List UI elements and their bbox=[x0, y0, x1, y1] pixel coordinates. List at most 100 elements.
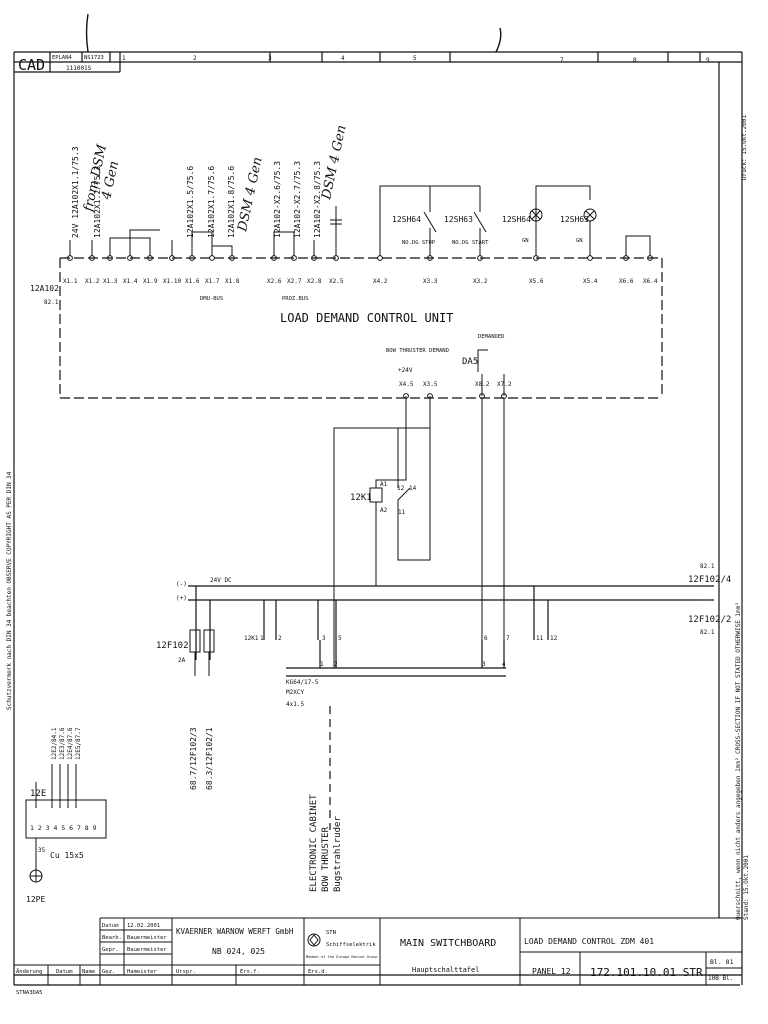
tb-bearb-label: Bearb. bbox=[102, 935, 122, 941]
bow-demand-label: BOW THRUSTER DEMAND bbox=[386, 348, 449, 354]
earth-35: 35 bbox=[38, 847, 46, 854]
stand-note: Stand: 15.Okt.2001 bbox=[743, 855, 750, 920]
earth-bar-tag: 12E bbox=[30, 789, 46, 799]
earth-bar bbox=[25, 764, 107, 883]
top-references: 24V 12A102X1.1/75.3 12A102X1.2/75.3 12A1… bbox=[71, 124, 350, 238]
no-dg-start-label: NO.DG START bbox=[452, 240, 489, 246]
tb-bearb: Bauermeister bbox=[127, 935, 167, 941]
tb-company: KVAERNER WARNOW WERFT GmbH bbox=[176, 927, 294, 936]
col-2: 2 bbox=[193, 55, 197, 62]
earth-ref-1: 12E2/84.1 bbox=[51, 727, 58, 760]
cable-core-2: 2 bbox=[334, 661, 338, 668]
ref-x2-8: 12A102-X2.8/75.3 bbox=[313, 161, 322, 238]
tn-11: 11 bbox=[536, 635, 544, 642]
tn-1: 1 bbox=[260, 635, 264, 642]
cabinet-label-1: ELECTRONIC CABINET bbox=[309, 794, 319, 892]
tb-ersd: Ers.d. bbox=[308, 969, 328, 975]
term-x1-8: X1.8 bbox=[225, 278, 240, 285]
supply-minus: (-) bbox=[176, 581, 187, 588]
tb-gez-label: Gez. bbox=[102, 969, 115, 975]
tb-gez: Hameister bbox=[127, 969, 157, 975]
tb-sheet: Bl. 81 bbox=[710, 958, 734, 966]
col-9: 9 bbox=[706, 57, 710, 64]
top-terminal-circles bbox=[67, 255, 653, 261]
tb-ursp: Urspr. bbox=[176, 969, 196, 975]
col-5: 5 bbox=[413, 55, 417, 62]
supply-bus bbox=[188, 585, 714, 677]
ref-x1-5: 12A102X1.5/75.6 bbox=[186, 166, 195, 238]
fuse-ref-3: 68.7/12F102/3 bbox=[189, 727, 198, 790]
relay-tag: 12K1 bbox=[350, 493, 372, 503]
druck-note: Druck: 15.Okt.2001 bbox=[741, 115, 748, 180]
term-x6-4: X6.4 bbox=[643, 278, 658, 285]
plus24-label: +24V bbox=[398, 367, 413, 374]
fuse-tag: 12F102 bbox=[156, 641, 189, 651]
term-x4-2: X4.2 bbox=[373, 278, 388, 285]
tb-member: Member of the Europe Marine Group bbox=[306, 955, 377, 959]
tb-main-switchboard: MAIN SWITCHBOARD bbox=[400, 938, 496, 949]
term-x1-10: X1.10 bbox=[163, 278, 181, 285]
relay-a2: A2 bbox=[380, 507, 388, 514]
switch-sh63-label: 12SH63 bbox=[444, 215, 473, 224]
term-x4-5: X4.5 bbox=[399, 381, 414, 388]
earth-pe: 12PE bbox=[26, 895, 45, 904]
relay-c11: 11 bbox=[398, 509, 406, 516]
fuse-symbols bbox=[189, 629, 215, 676]
term-x1-3: X1.3 bbox=[103, 278, 118, 285]
sheet-frame bbox=[13, 13, 743, 986]
col-8: 8 bbox=[633, 57, 637, 64]
ref-x2-7: 12A102-X2.7/75.3 bbox=[293, 161, 302, 238]
earth-bar-nums: 1 2 3 4 5 6 7 8 9 bbox=[30, 824, 97, 832]
lamp-gn-2: GN bbox=[576, 238, 583, 244]
term-x1-6: X1.6 bbox=[185, 278, 200, 285]
tb-schiff: Schiffselektrik bbox=[326, 942, 376, 948]
cable-type: KG64/17-5 bbox=[286, 679, 319, 686]
handwritten-dsm-4gen-2: DSM 4 Gen bbox=[319, 124, 350, 202]
tb-datum: 12.02.2001 bbox=[127, 923, 160, 929]
stn-logo bbox=[307, 933, 321, 947]
f102-4-label: 12F102/4 bbox=[688, 575, 731, 585]
term-x1-1: X1.1 bbox=[63, 278, 78, 285]
tb-panel: PANEL 12 bbox=[532, 967, 571, 976]
tb-hauptschalttafel: Hauptschalttafel bbox=[412, 966, 479, 974]
ref-82-1-a: 82.1 bbox=[700, 563, 715, 570]
copyright-note: Schutzvermerk nach DIN 34 beachten OBSER… bbox=[6, 471, 13, 710]
term-x3-2: X3.2 bbox=[473, 278, 488, 285]
term-x8-2: X8.2 bbox=[475, 381, 490, 388]
tn-7: 7 bbox=[506, 635, 510, 642]
tn-5: 5 bbox=[338, 635, 342, 642]
term-x2-6: X2.6 bbox=[267, 278, 282, 285]
cabinet-label-3: Bugstrahlruder bbox=[333, 816, 343, 892]
ref-x1-2: 12A102X1.2/75.3 bbox=[93, 166, 102, 238]
tb-name: Name bbox=[82, 969, 95, 975]
ref-x1-7: 12A102X1.7/75.6 bbox=[207, 166, 216, 238]
switch-sh64-label: 12SH64 bbox=[392, 215, 421, 224]
unit-ref: 82.1 bbox=[44, 299, 59, 306]
cable-core-3: 3 bbox=[482, 661, 486, 668]
relay-a1: A1 bbox=[380, 481, 388, 488]
tb-datum2: Datum bbox=[56, 969, 73, 975]
lamp-sh63-label: 12SH63 bbox=[560, 215, 589, 224]
term-x1-4: X1.4 bbox=[123, 278, 138, 285]
fuse-ref-1: 68.3/12F102/1 bbox=[205, 727, 214, 790]
tn-3: 3 bbox=[322, 635, 326, 642]
dmu-bus-label: DMU-BUS bbox=[200, 296, 223, 302]
term-x1-2: X1.2 bbox=[85, 278, 100, 285]
demanded-label: DEMANDED bbox=[478, 334, 505, 340]
tb-datum-label: Datum bbox=[102, 923, 119, 929]
mid-terminal-circles bbox=[403, 393, 507, 399]
col-3: 3 bbox=[268, 55, 272, 62]
title-block-grid bbox=[14, 917, 742, 985]
unit-title: LOAD DEMAND CONTROL UNIT bbox=[280, 311, 453, 325]
fuse-rating: 2A bbox=[178, 657, 186, 664]
relay-c12: 12 bbox=[397, 485, 405, 492]
term-x3-3: X3.3 bbox=[423, 278, 438, 285]
f102-2-label: 12F102/2 bbox=[688, 615, 731, 625]
tb-drawing-title: LOAD DEMAND CONTROL ZDM 401 bbox=[524, 937, 654, 946]
earth-ref-4: 12E5/87.7 bbox=[75, 727, 82, 760]
earth-ref-2: 12E3/87.6 bbox=[59, 727, 66, 760]
relay-c14: 14 bbox=[409, 485, 417, 492]
no-dg-stop-label: NO.DG STOP bbox=[402, 240, 436, 246]
mid-terminal-wiring bbox=[333, 349, 668, 668]
tb-ersf: Ers.f. bbox=[240, 969, 260, 975]
